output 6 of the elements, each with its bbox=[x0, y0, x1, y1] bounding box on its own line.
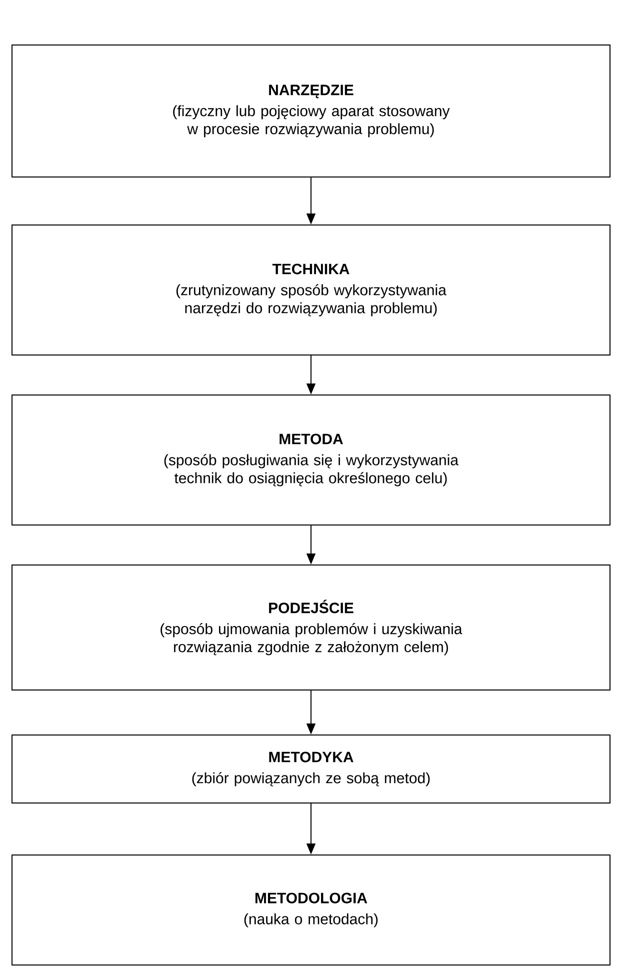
process-box: METODOLOGIA (nauka o metodach) bbox=[12, 854, 610, 966]
process-box: METODA (sposób posługiwania się i wykorzystywania technik do osiągnięcia określonego celu) bbox=[12, 394, 610, 526]
process-box: METODYKA (zbiór powiązanych ze sobą metod) bbox=[12, 734, 610, 804]
process-box: TECHNIKA (zrutynizowany sposób wykorzystywania narzędzi do rozwiązywania problemu) bbox=[12, 224, 610, 356]
process-box: PODEJŚCIE (sposób ujmowania problemów i uzyskiwania rozwiązania zgodnie z założonym celem) bbox=[12, 564, 610, 690]
process-box: NARZĘDZIE (fizyczny lub pojęciowy aparat stosowany w procesie rozwiązywania problemu) bbox=[12, 44, 610, 178]
